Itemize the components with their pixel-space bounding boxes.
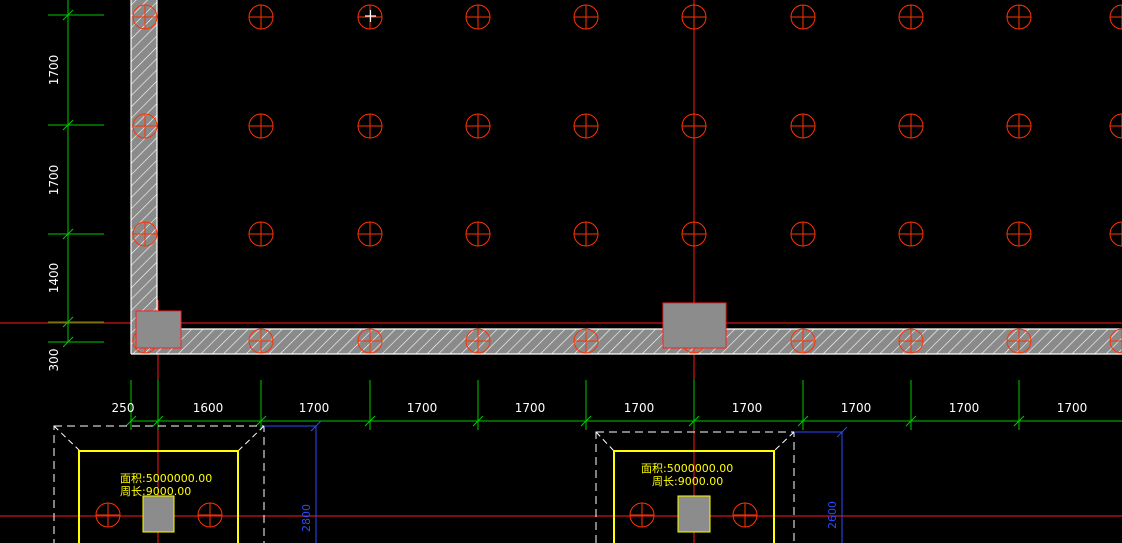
columns — [135, 302, 727, 349]
pile-symbol — [898, 4, 924, 30]
pile-cap-2[interactable]: 面积:5000000.00 周长:9000.00 2600 — [595, 426, 848, 543]
column-mid — [662, 302, 727, 349]
cap-blue-dim: 2600 — [826, 501, 839, 529]
pile-symbol — [573, 328, 599, 354]
pile-symbol — [197, 502, 223, 528]
pile-symbol — [1109, 221, 1122, 247]
cap-column — [677, 495, 711, 533]
cap-extent-outline — [595, 431, 795, 543]
dim-tick — [152, 415, 164, 427]
pile-symbol — [1006, 328, 1032, 354]
cap-blue-dim: 2800 — [300, 504, 313, 532]
dim-tick — [255, 415, 267, 427]
bottom-dim-label: 1700 — [841, 401, 872, 415]
pile-symbol — [465, 328, 491, 354]
left-dim-label: 1400 — [47, 263, 61, 294]
cap-column — [142, 495, 175, 533]
foundation-walls — [130, 0, 1122, 355]
pile-symbol — [790, 4, 816, 30]
pile-symbol — [132, 113, 158, 139]
cursor-crosshair — [365, 10, 376, 22]
pile-symbol — [681, 4, 707, 30]
bottom-dim-label: 1700 — [1057, 401, 1088, 415]
column-corner — [135, 310, 182, 349]
pile-symbol — [248, 328, 274, 354]
pile-symbol — [1006, 113, 1032, 139]
pile-symbol — [465, 113, 491, 139]
wall-vertical — [131, 0, 157, 354]
bottom-dim-label: 1700 — [299, 401, 330, 415]
dim-tick — [62, 228, 74, 240]
pile-symbol — [95, 502, 121, 528]
wall-horizontal — [131, 329, 1122, 354]
pile-symbol — [898, 328, 924, 354]
dim-tick — [62, 9, 74, 21]
pile-symbol — [681, 221, 707, 247]
dim-tick — [62, 316, 74, 328]
pile-symbol — [357, 113, 383, 139]
dim-tick — [62, 119, 74, 131]
dim-tick — [1013, 415, 1025, 427]
pile-symbol — [898, 113, 924, 139]
pile-symbol — [465, 221, 491, 247]
bottom-dim-label: 1700 — [515, 401, 546, 415]
bottom-dim-label: 1600 — [193, 401, 224, 415]
pile-symbol — [790, 113, 816, 139]
pile-symbol — [732, 502, 758, 528]
cap-outline — [613, 450, 775, 543]
pile-symbol — [465, 4, 491, 30]
pile-symbol — [248, 113, 274, 139]
pile-symbol — [1006, 221, 1032, 247]
cap-perimeter-label: 周长:9000.00 — [120, 485, 191, 498]
bottom-dim-label: 1700 — [407, 401, 438, 415]
pile-symbol — [629, 502, 655, 528]
dim-tick — [472, 415, 484, 427]
bottom-dim-label: 250 — [112, 401, 135, 415]
pile-symbol — [248, 221, 274, 247]
cap-perimeter-label: 周长:9000.00 — [652, 475, 723, 488]
pile-symbol — [1109, 328, 1122, 354]
dim-tick — [797, 415, 809, 427]
left-dim-label: 1700 — [47, 165, 61, 196]
dim-tick — [580, 415, 592, 427]
dim-tick — [62, 336, 74, 348]
dim-tick — [364, 415, 376, 427]
dim-tick — [125, 415, 137, 427]
pile-symbol — [573, 113, 599, 139]
pile-grid — [95, 4, 1122, 528]
bottom-dim-label: 1700 — [949, 401, 980, 415]
bottom-dim-label: 1700 — [624, 401, 655, 415]
dim-tick — [688, 415, 700, 427]
left-dim-label: 300 — [47, 349, 61, 372]
pile-symbol — [1109, 113, 1122, 139]
pile-symbol — [573, 4, 599, 30]
pile-symbol — [790, 221, 816, 247]
pile-symbol — [357, 328, 383, 354]
bottom-dimension-chain: 250 1600 1700 1700 1700 1700 1700 1700 1… — [112, 380, 1122, 430]
pile-cap-1[interactable]: 面积:5000000.00 周长:9000.00 2800 — [53, 420, 322, 543]
pile-symbol — [573, 221, 599, 247]
pile-symbol — [898, 221, 924, 247]
cap-area-label: 面积:5000000.00 — [120, 472, 212, 485]
cap-extent-outline — [53, 425, 265, 543]
bottom-dim-label: 1700 — [732, 401, 763, 415]
dim-tick — [905, 415, 917, 427]
pile-symbol — [132, 221, 158, 247]
cap-area-label: 面积:5000000.00 — [641, 462, 733, 475]
left-dim-label: 1700 — [47, 55, 61, 86]
pile-symbol — [1109, 4, 1122, 30]
pile-symbol — [132, 4, 158, 30]
cap-outline — [78, 450, 239, 543]
pile-symbol — [1006, 4, 1032, 30]
left-dimension-chain: 1700 1700 1400 300 — [47, 0, 104, 371]
pile-symbol — [681, 113, 707, 139]
pile-symbol — [790, 328, 816, 354]
pile-symbol — [248, 4, 274, 30]
pile-symbol — [357, 221, 383, 247]
